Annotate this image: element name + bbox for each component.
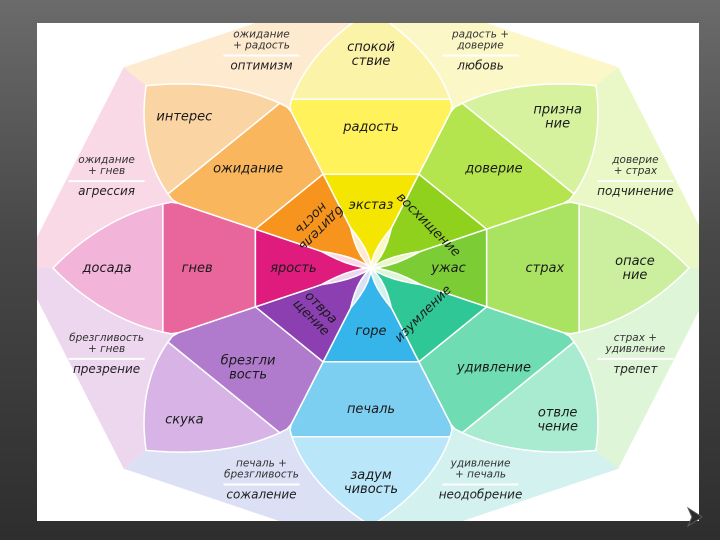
petal-inner-band	[253, 267, 372, 363]
petal-mid-label: радость	[342, 120, 399, 135]
petal-inner-band	[253, 173, 372, 269]
petal-blue	[289, 267, 453, 521]
petal-inner-band	[370, 228, 488, 308]
petal-outer-label: интерес	[156, 110, 212, 125]
petal-lightgreen	[370, 83, 599, 269]
petal-inner-band	[321, 173, 421, 269]
petal-outer-band	[143, 340, 282, 453]
dyad-name: презрение	[73, 362, 140, 376]
dyad-label: ожидание+ гнев агрессия	[68, 154, 145, 198]
petal-mid-label: гнев	[182, 261, 213, 276]
dyad-name: агрессия	[78, 184, 135, 198]
dyad-name: сожаление	[226, 488, 296, 502]
dyad-label: радость +доверие любовь	[442, 28, 519, 72]
petal-outer-band	[51, 202, 164, 334]
petal-inner-label: горе	[355, 324, 386, 339]
dyad-name: оптимизм	[230, 58, 292, 72]
petal-outer-band	[290, 436, 452, 521]
dyad-labels: радость +доверие любовь доверие+ страх подч…	[68, 28, 674, 502]
dyad-sum: радость +доверие	[451, 28, 509, 51]
dyad-label: страх +удивление трепет	[597, 332, 674, 376]
dyad-name: подчинение	[597, 184, 674, 198]
petal-mid-label: удивление	[456, 361, 531, 376]
petal-orange	[143, 83, 372, 269]
dyad-sum: печаль +брезгливость	[224, 458, 299, 481]
dyad-name: трепет	[613, 362, 658, 376]
petal-inner-label: экстаз	[349, 198, 394, 213]
petal-outer-label: досада	[82, 261, 132, 276]
dyad-sum: страх +удивление	[605, 332, 666, 355]
petal-outer-band	[460, 83, 599, 196]
petal-magenta	[51, 201, 372, 335]
dyad-name: неодобрение	[439, 488, 523, 502]
petals	[51, 23, 691, 521]
dyad-sum: ожидание+ радость	[233, 28, 290, 51]
petal-mid-label: печаль	[347, 402, 395, 417]
petal-mid-band	[166, 102, 325, 231]
dyad-label: удивление+ печаль неодобрение	[439, 458, 523, 502]
dyad-label: доверие+ страх подчинение	[597, 154, 674, 198]
dyad-sum: доверие+ страх	[611, 154, 658, 177]
petal-green	[370, 201, 691, 335]
petal-mid-label: ожидание	[213, 161, 283, 176]
petal-mid-label: страх	[526, 261, 565, 276]
petal-purple	[143, 267, 372, 453]
dyad-label: печаль +брезгливость сожаление	[223, 458, 300, 502]
petal-inner-band	[321, 267, 421, 363]
petal-inner-band	[370, 173, 489, 269]
petal-outer-band	[460, 340, 599, 453]
petal-outer-label: скука	[165, 412, 204, 427]
petal-outer-band	[290, 23, 452, 100]
dyad-label: брезгливость+ гнев презрение	[68, 332, 145, 376]
dyad-sum: ожидание+ гнев	[78, 154, 135, 177]
petal-outer-band	[143, 83, 282, 196]
dyad-label: ожидание+ радость оптимизм	[223, 28, 300, 72]
petal-outer-band	[578, 202, 691, 334]
petal-inner-label: ярость	[270, 261, 316, 276]
next-slide-arrow-icon[interactable]	[683, 505, 707, 529]
petal-inner-band	[370, 267, 489, 363]
petal-teal	[370, 267, 599, 453]
petal-inner-label: ужас	[430, 261, 466, 276]
petal-inner-band	[254, 228, 372, 308]
dyad-sum: брезгливость+ гнев	[69, 332, 144, 355]
petal-yellow	[289, 23, 453, 269]
petal-mid-label: доверие	[464, 161, 522, 176]
dyad-name: любовь	[456, 58, 504, 72]
dyad-sum: удивление+ печаль	[450, 458, 511, 481]
